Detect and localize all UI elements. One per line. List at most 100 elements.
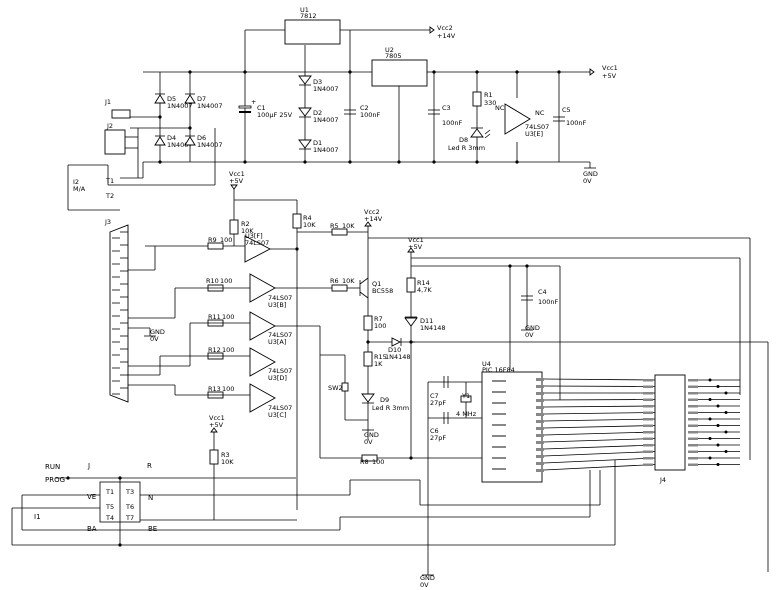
- u2-ref: U2: [385, 46, 394, 54]
- t2-label: T2: [105, 192, 114, 200]
- r7-resistor: [363, 315, 373, 331]
- gnd-c4-ref: GND: [525, 324, 540, 332]
- gnd-mid-ref: GND: [364, 431, 379, 439]
- r9-value: 100: [220, 236, 232, 244]
- u3b-value: 74LS07: [268, 294, 292, 302]
- r14-value: 4,7K: [417, 286, 432, 294]
- u3e-ref: U3[E]: [525, 130, 543, 138]
- j1-connector: [111, 109, 131, 119]
- r3-resistor: [209, 449, 219, 465]
- u3e-buffer: [504, 103, 531, 135]
- j4-pin-left: [643, 398, 653, 401]
- c2-value: 100nF: [360, 111, 381, 119]
- r6-value: 10K: [342, 277, 355, 285]
- d11-diode: [404, 316, 418, 327]
- u4-pin-right: [536, 441, 544, 444]
- pic-section: Vcc1 +5V R14 4,7K D11 1N4148 C4 100nF GN…: [360, 236, 769, 589]
- c5-value: 100nF: [566, 119, 587, 127]
- vcc2-arrow-icon: [429, 26, 435, 34]
- u4-pin-left: [492, 446, 506, 448]
- vcc1-bot-value: +5V: [209, 421, 224, 429]
- t5-sw-label: T5: [105, 503, 114, 511]
- switch-network: Vcc1 +5V R3 10K RUN PROG J R VE N I1 BA …: [11, 414, 616, 547]
- u3c-ref: U3[C]: [268, 411, 287, 419]
- u4-pin-right: [536, 434, 544, 437]
- i2-value: M/A: [73, 185, 86, 193]
- r5-ref: R5: [330, 222, 339, 230]
- nc2-label: NC: [535, 109, 545, 117]
- j4-junction: [716, 404, 720, 408]
- u4-j4-wire: [543, 457, 656, 464]
- d8-led: [470, 127, 491, 139]
- u4-j4-wire: [543, 399, 656, 401]
- gnd-bot-value: 0V: [420, 581, 429, 589]
- r10-ref: R10: [206, 277, 219, 285]
- r9-resistor: [207, 242, 224, 250]
- d10-value: 1N4148: [385, 353, 411, 361]
- r8-resistor: [361, 454, 378, 462]
- r15-ref: R15: [374, 353, 387, 361]
- r11-ref: R11: [208, 313, 221, 321]
- r1-resistor: [472, 91, 482, 107]
- j4-pin-right: [688, 411, 698, 414]
- c2-capacitor: [344, 109, 356, 115]
- j4-ref: J4: [659, 476, 666, 484]
- i1-label: I1: [34, 513, 41, 521]
- d2-value: 1N4007: [313, 116, 339, 124]
- u1-value: 7812: [300, 12, 317, 20]
- vcc1-r-ref: Vcc1: [408, 236, 424, 244]
- r4-resistor: [292, 213, 302, 229]
- q1-value: BC558: [372, 287, 393, 295]
- j4-pin-right: [688, 457, 698, 460]
- u4-pin-right: [536, 413, 544, 416]
- sw2-ref: SW2: [328, 384, 343, 392]
- r4-value: 10K: [303, 221, 316, 229]
- u4-j4-wire: [543, 431, 656, 436]
- u4-pin-left: [492, 380, 506, 382]
- r7-ref: R7: [374, 315, 383, 323]
- vcc1-mid-value: +5V: [229, 177, 244, 185]
- r13-ref: R13: [208, 385, 221, 393]
- t6-sw-label: T6: [125, 503, 134, 511]
- u2-value: 7805: [385, 52, 402, 60]
- d10-diode: [391, 337, 402, 347]
- j2-ref: J2: [106, 122, 113, 130]
- j4-junction: [716, 424, 720, 427]
- power-supply: U1 7812 Vcc2 +14V U2 7805 Vcc1 +5V D3 1N…: [67, 6, 618, 211]
- d9-value: Led R 3mm: [372, 404, 409, 412]
- j4-pin-left: [643, 444, 653, 447]
- vcc1-top-value: +5V: [602, 72, 617, 80]
- u3a-ref: U3[A]: [268, 338, 286, 346]
- c3-value: 100nF: [442, 119, 463, 127]
- j4-pin-right: [688, 431, 698, 434]
- j4-junction: [708, 456, 712, 460]
- r-label: R: [147, 462, 152, 470]
- c3-ref: C3: [442, 104, 451, 112]
- r2-ref: R2: [241, 220, 250, 228]
- j4-junction: [708, 378, 712, 382]
- r14-resistor: [406, 277, 416, 293]
- c7-ref: C7: [430, 392, 439, 400]
- j4-pin-left: [643, 379, 653, 382]
- j4-pin-right: [688, 450, 698, 453]
- u3c-buffer: [249, 383, 276, 413]
- c1-plus: +: [251, 98, 256, 106]
- vcc2-mid-ref: Vcc2: [364, 208, 380, 216]
- j4-junction: [724, 450, 728, 453]
- gnd-top-ref: GND: [583, 170, 598, 178]
- j4-pin-right: [688, 437, 698, 440]
- u4-j4-wire: [543, 451, 656, 457]
- j4-junction: [708, 437, 712, 440]
- d6-diode: [184, 135, 196, 146]
- u4-j4-wire: [543, 418, 656, 422]
- u4-pin-right: [536, 427, 544, 430]
- u4-pin-right: [536, 378, 544, 381]
- d2-ref: D2: [313, 109, 322, 117]
- u3d-buffer: [249, 347, 276, 377]
- j4-junction: [708, 398, 712, 401]
- d8-value: Led R 3mm: [448, 144, 485, 152]
- u3d-ref: U3[D]: [268, 374, 287, 382]
- gnd-mid-value: 0V: [364, 438, 373, 446]
- u4-pin-left: [492, 435, 506, 437]
